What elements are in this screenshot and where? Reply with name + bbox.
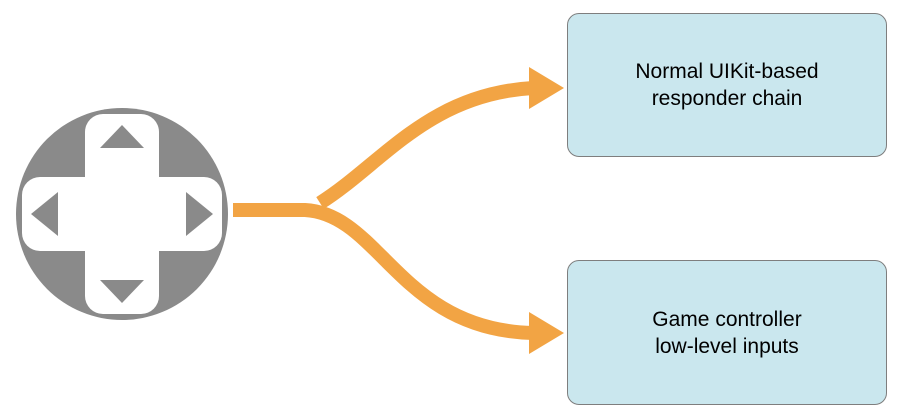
arrow-to-responder-chain (316, 67, 564, 209)
node-responder-chain: Normal UIKit-based responder chain (567, 13, 887, 157)
dpad-left-arrow-icon (31, 192, 58, 236)
node-low-level-inputs-label-line2: low-level inputs (655, 334, 799, 358)
dpad-icon (16, 108, 228, 320)
arrow-to-responder-chain-head (529, 67, 564, 109)
arrow-to-low-level-inputs-curve (233, 203, 534, 340)
dpad-right-arrow-icon (186, 192, 213, 236)
node-responder-chain-label-line2: responder chain (651, 87, 803, 110)
node-low-level-inputs: Game controller low-level inputs (567, 260, 887, 405)
arrow-to-responder-chain-curve (316, 81, 534, 209)
dpad-down-arrow-icon (100, 280, 144, 303)
node-responder-chain-label-line1: Normal UIKit-based (635, 60, 819, 83)
dpad-up-arrow-icon (100, 125, 144, 148)
dpad-cross-horizontal (22, 177, 222, 251)
arrow-to-low-level-inputs-head (529, 312, 564, 354)
node-low-level-inputs-label-line1: Game controller (652, 307, 802, 331)
arrow-to-low-level-inputs (233, 203, 564, 354)
